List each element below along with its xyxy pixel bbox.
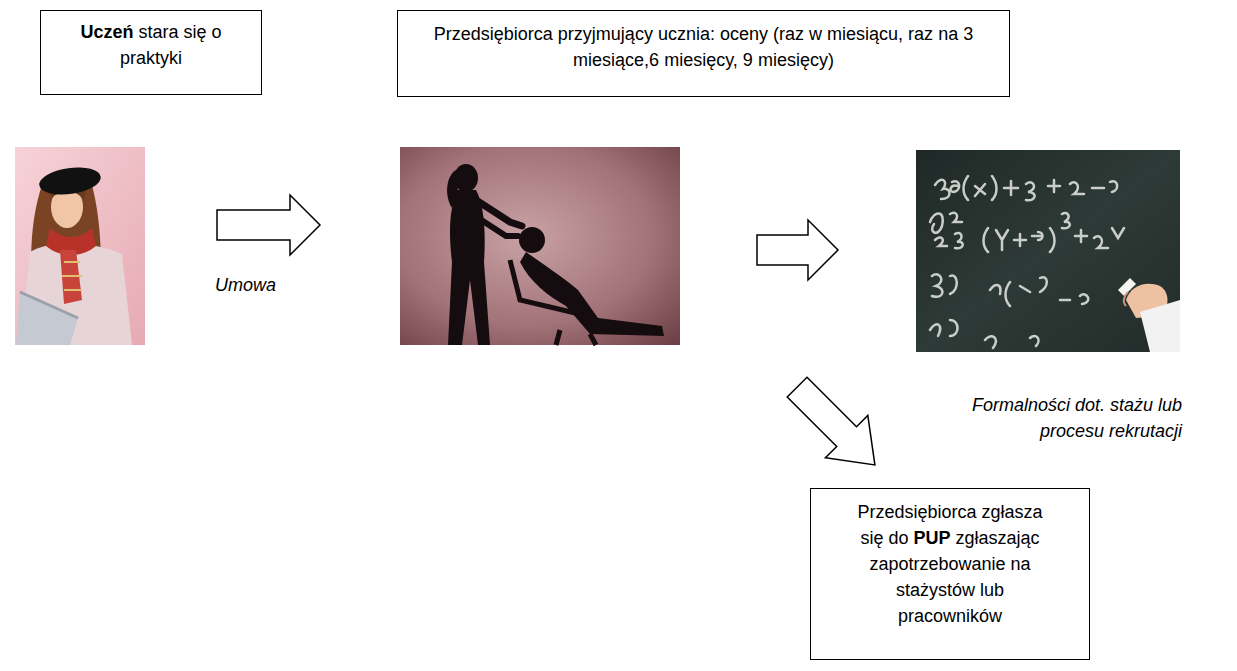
box-text: Uczeń stara się o praktyki <box>51 19 251 71</box>
chalkboard-photo <box>1140 300 1180 352</box>
hairdresser-photo <box>472 214 518 236</box>
text-run <box>933 24 938 44</box>
student-photo <box>60 250 82 304</box>
arrow-label: Formalności dot. stażu lub procesu rekru… <box>966 392 1182 444</box>
text-run <box>753 50 758 70</box>
text-run: zgłaszając <box>956 528 1040 548</box>
text-run <box>133 22 138 42</box>
chalkboard-photo <box>935 176 1117 200</box>
hairdresser-photo <box>448 190 490 345</box>
text-run: zapotrzebowanie <box>869 554 1005 574</box>
text-run <box>1006 554 1011 574</box>
chalkboard-photo <box>1124 292 1128 306</box>
text-run: na <box>938 24 958 44</box>
text-run: 9 <box>743 50 753 70</box>
chalkboard-photo <box>916 150 1180 352</box>
text-run: raz <box>908 24 933 44</box>
process-box: Przedsiębiorca zgłasza się do PUP zgłasz… <box>810 488 1090 660</box>
text-run <box>715 24 720 44</box>
text-run: Przedsiębiorca <box>857 502 976 522</box>
hairdresser-photo <box>447 164 664 345</box>
box-text: Przedsiębiorca przyjmujący ucznia: oceny… <box>410 21 997 73</box>
text-run: praktyki <box>120 48 182 68</box>
text-run: (raz <box>773 24 804 44</box>
text-run <box>553 24 558 44</box>
hairdresser-photo <box>520 252 664 336</box>
text-run <box>951 528 956 548</box>
text-run: lub <box>980 580 1004 600</box>
hairdresser-photo <box>400 147 680 345</box>
text-run <box>958 24 963 44</box>
chalkboard-photo <box>984 213 1125 252</box>
text-run: miesięcy) <box>758 50 834 70</box>
text-run: Przedsiębiorca <box>434 24 553 44</box>
hollow-arrow <box>757 220 838 280</box>
chalkboard-photo <box>930 213 963 249</box>
text-run: zgłasza <box>982 502 1043 522</box>
text-run: się <box>184 22 207 42</box>
hairdresser-photo <box>510 260 588 316</box>
text-run: w <box>809 24 822 44</box>
text-run: miesiącu, <box>827 24 903 44</box>
text-run <box>883 528 888 548</box>
text-run: przyjmujący <box>558 24 653 44</box>
text-run <box>653 24 658 44</box>
student-photo <box>15 147 145 345</box>
text-run: Uczeń <box>80 22 133 42</box>
text-run: miesiące,6 <box>573 50 659 70</box>
text-run: 3 <box>963 24 973 44</box>
chalkboard-photo <box>932 274 1088 306</box>
text-run: się <box>860 528 883 548</box>
hollow-arrow <box>776 366 896 486</box>
text-run <box>768 24 773 44</box>
text-run <box>804 24 809 44</box>
student-photo <box>15 147 145 345</box>
student-photo <box>37 164 102 198</box>
text-run: pracowników <box>898 606 1002 626</box>
text-run: miesięcy, <box>664 50 738 70</box>
text-run: PUP <box>914 528 951 548</box>
chalkboard-photo <box>930 176 1124 348</box>
text-run <box>738 50 743 70</box>
hairdresser-photo <box>400 147 680 345</box>
text-run: ucznia: <box>658 24 715 44</box>
text-run: stara <box>138 22 178 42</box>
text-run: stażystów <box>896 580 975 600</box>
student-photo <box>62 262 82 290</box>
text-run: na <box>1011 554 1031 574</box>
text-run <box>659 50 664 70</box>
chalkboard-photo <box>916 150 1180 352</box>
arrow-label: Umowa <box>215 272 355 298</box>
text-run <box>903 24 908 44</box>
text-run <box>207 22 212 42</box>
student-photo <box>16 292 78 345</box>
text-run <box>179 22 184 42</box>
hollow-arrow <box>217 195 896 486</box>
text-run <box>977 502 982 522</box>
process-box: Przedsiębiorca przyjmujący ucznia: oceny… <box>397 10 1010 97</box>
hairdresser-photo <box>519 227 545 253</box>
box-text: Przedsiębiorca zgłasza się do PUP zgłasz… <box>845 499 1055 629</box>
text-run: do <box>888 528 908 548</box>
text-run <box>822 24 827 44</box>
student-photo <box>20 292 78 318</box>
process-box: Uczeń stara się o praktyki <box>40 10 262 95</box>
chalkboard-photo <box>930 320 1038 348</box>
text-run <box>975 580 980 600</box>
hairdresser-photo <box>556 330 596 345</box>
text-run: oceny <box>720 24 768 44</box>
text-run: o <box>212 22 222 42</box>
text-run <box>908 528 913 548</box>
hollow-arrow <box>217 195 320 255</box>
